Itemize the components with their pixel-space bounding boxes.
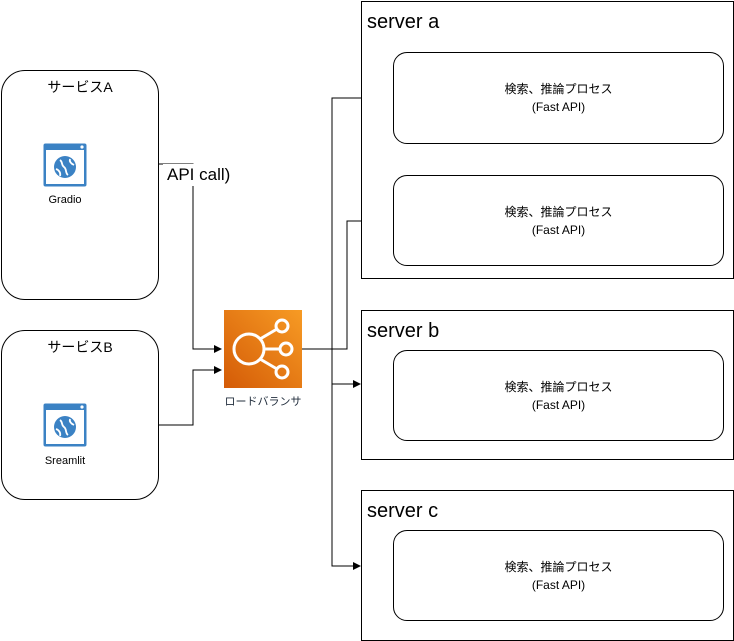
gradio-label: Gradio: [48, 194, 82, 206]
process-name: 検索、推論プロセス: [504, 379, 613, 394]
wire-lb-to-server-c: [331, 384, 361, 570]
process-framework: (Fast API): [531, 222, 586, 237]
process-name: 検索、推論プロセス: [504, 82, 613, 96]
process-name: 検索、推論プロセス: [504, 559, 613, 574]
load-balancer-label: ロードバランサ: [224, 396, 302, 408]
process-framework: (Fast API): [531, 397, 586, 412]
service-a-title: サービスA: [47, 79, 113, 95]
streamlit-label: Sreamlit: [44, 455, 86, 467]
api-call-label: API call): [163, 164, 235, 186]
server-a-process-1: 検索、推論プロセス (Fast API): [393, 52, 724, 144]
server-a-process-2: 検索、推論プロセス (Fast API): [393, 175, 724, 266]
process-name: 検索、推論プロセス: [504, 204, 613, 219]
wire-lb-to-server-b: [331, 349, 361, 388]
server-a-title: server a: [367, 11, 440, 33]
service-a-box: サービスA: [1, 70, 159, 300]
process-framework: (Fast API): [531, 577, 586, 592]
server-c-title: server c: [367, 500, 439, 522]
server-b-process-1: 検索、推論プロセス (Fast API): [393, 350, 724, 441]
server-c-process-1: 検索、推論プロセス (Fast API): [393, 530, 724, 621]
elastic-load-balancer-icon: [224, 310, 302, 388]
service-b-title: サービスB: [47, 339, 113, 355]
streamlit-app-icon: [43, 403, 87, 447]
gradio-app-icon: [43, 143, 87, 187]
server-b-title: server b: [367, 320, 440, 342]
process-framework: (Fast API): [531, 100, 586, 114]
